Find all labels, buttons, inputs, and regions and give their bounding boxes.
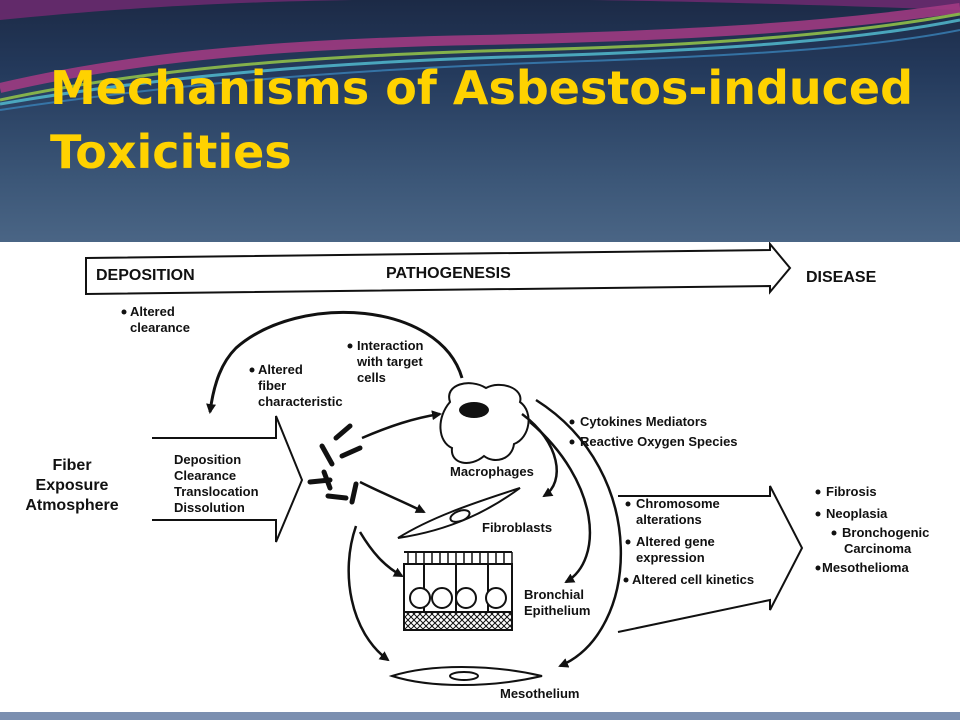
title-line-1: Mechanisms of Asbestos-induced [50,61,914,115]
note-line: cells [357,370,386,385]
outcomes-list: Fibrosis Neoplasia Bronchogenic Carcinom… [815,484,929,575]
outcome-carcinoma: Carcinoma [844,541,912,556]
note-altered-fiber: Altered fiber characteristic [249,362,343,409]
note-line: Altered cell kinetics [632,572,754,587]
process-item: Dissolution [174,500,245,515]
disease-chevron [617,485,804,633]
disease-chevron-top [618,482,770,496]
page-title: Mechanisms of Asbestos-induced Toxicitie… [50,56,930,184]
note-altered-clearance: Altered clearance [121,304,190,335]
note-interaction: Interaction with target cells [347,338,424,385]
mesothelium-cell [388,666,543,686]
note-line: alterations [636,512,702,527]
fiber-target-arrows [347,410,442,662]
exposure-line-2: Exposure [36,477,109,494]
label-macrophages: Macrophages [450,464,534,479]
clearance-curve-arrow [206,310,464,414]
process-list: Deposition Clearance Translocation Disso… [174,452,259,515]
note-line: Interaction [357,338,424,353]
exposure-line-3: Atmosphere [25,497,118,514]
process-item: Clearance [174,468,236,483]
label-line: Epithelium [524,603,590,618]
note-line: clearance [130,320,190,335]
note-line: with target [356,354,423,369]
note-line: Altered gene [636,534,715,549]
note-line: Reactive Oxygen Species [580,434,738,449]
note-cell-effects: Chromosome alterations Altered gene expr… [623,496,754,587]
note-line: expression [636,550,705,565]
note-line: Altered [130,304,175,319]
process-item: Translocation [174,484,259,499]
note-line: characteristic [258,394,343,409]
bronchial-epithelium [403,551,513,631]
decorative-swoosh [0,0,960,111]
note-line: Cytokines Mediators [580,414,707,429]
outcome-mesothelioma: Mesothelioma [822,560,909,575]
bottom-bar [0,712,960,720]
label-pathogenesis: PATHOGENESIS [386,265,511,282]
slide-header: Mechanisms of Asbestos-induced Toxicitie… [0,0,960,242]
timeline-arrow [85,242,792,296]
outcome-fibrosis: Fibrosis [826,484,877,499]
fiber-exposure-label: Fiber Exposure Atmosphere [25,457,118,514]
label-bronchial-epithelium: Bronchial Epithelium [524,587,590,618]
fibroblast-cell [397,487,521,539]
asbestos-fibers [307,423,363,505]
label-fibroblasts: Fibroblasts [482,520,552,535]
label-mesothelium: Mesothelium [500,686,579,701]
label-disease: DISEASE [806,269,877,286]
exposure-line-1: Fiber [52,457,91,474]
outcome-bronchogenic: Bronchogenic [842,525,929,540]
label-deposition: DEPOSITION [96,267,195,284]
asbestos-toxicity-diagram: DEPOSITION PATHOGENESIS DISEASE Fiber Ex… [25,242,929,701]
note-line: Chromosome [636,496,720,511]
note-line: Altered [258,362,303,377]
label-line: Bronchial [524,587,584,602]
process-item: Deposition [174,452,241,467]
title-line-2: Toxicities [50,125,292,179]
note-mediators: Cytokines Mediators Reactive Oxygen Spec… [569,414,738,449]
note-line: fiber [258,378,286,393]
outcome-neoplasia: Neoplasia [826,506,888,521]
process-arrow [152,415,304,543]
mediator-arrows [521,398,622,668]
macrophage-cell [439,382,530,464]
